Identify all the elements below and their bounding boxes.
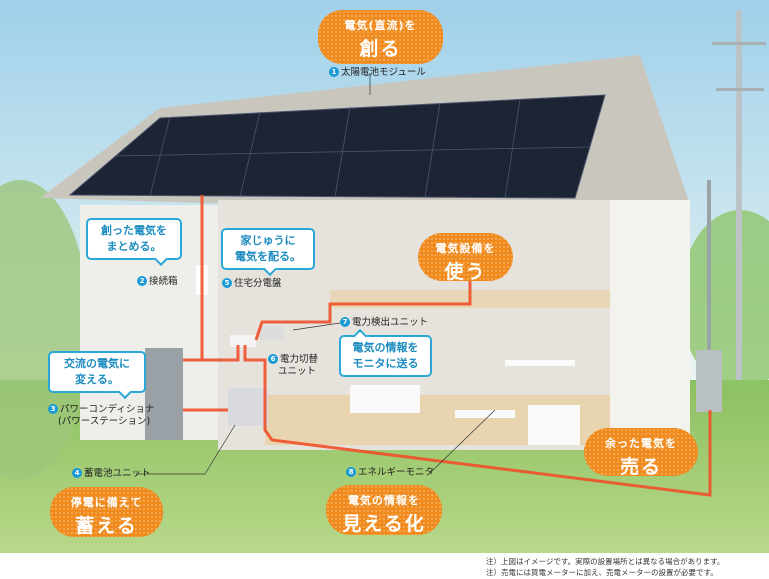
callout-convert: 交流の電気に変える。: [48, 351, 146, 393]
footnote: 注）売電には買電メーターに加え、売電メーターの設置が必要です。: [486, 568, 718, 577]
callout-line: 電気の情報を: [352, 341, 419, 354]
number-badge: 8: [346, 467, 356, 477]
action-main: 使う: [444, 261, 487, 283]
action-main: 売る: [619, 456, 662, 478]
action-sub: 電気設備を: [435, 242, 496, 255]
callout-line: 電気を配る。: [235, 250, 301, 263]
label-text: 太陽電池モジュール: [341, 67, 426, 78]
callout-send-info: 電気の情報をモニタに送る: [339, 335, 432, 377]
battery-unit: [228, 388, 268, 426]
label-text: 蓄電池ユニット: [84, 468, 151, 479]
action-sub: 停電に備えて: [70, 496, 143, 509]
action-sub: 電気の情報を: [348, 494, 420, 507]
callout-line: 創った電気を: [101, 224, 167, 237]
action-sub: 電気(直流)を: [344, 19, 417, 32]
power-wires: [183, 195, 712, 497]
number-badge: 5: [222, 278, 232, 288]
right-wall: [610, 200, 690, 440]
solar-panels: [68, 94, 606, 199]
callout-collect: 創った電気をまとめる。: [86, 218, 182, 260]
action-main: 見える化: [342, 513, 426, 535]
action-main: 創る: [359, 38, 402, 60]
number-badge: 2: [137, 276, 147, 286]
action-visualize: 電気の情報を見える化: [326, 485, 442, 535]
tree-right: [680, 210, 769, 390]
label-text: 電力切替: [280, 354, 319, 365]
utility-pole: [712, 10, 766, 380]
callout-line: 交流の電気に: [64, 357, 130, 370]
number-badge: 1: [329, 67, 339, 77]
label-text-2: ユニット: [278, 366, 317, 377]
label-text: 電力検出ユニット: [352, 317, 429, 328]
action-create: 電気(直流)を創る: [318, 10, 443, 64]
distribution-board: [230, 335, 256, 347]
lamp-post: [707, 180, 711, 360]
callout-distribute: 家じゅうに電気を配る。: [221, 228, 315, 270]
action-sell: 余った電気を売る: [584, 428, 698, 478]
sell-meter: [696, 350, 722, 412]
number-badge: 4: [72, 468, 82, 478]
footnote: 注）上図はイメージです。実際の設置場所とは異なる場合があります。: [486, 557, 725, 566]
tree-left: [0, 180, 90, 480]
number-badge: 3: [48, 404, 58, 414]
action-use: 電気設備を使う: [418, 233, 513, 283]
callout-line: モニタに送る: [352, 357, 419, 370]
power-conditioner: [145, 348, 183, 440]
label-text-2: (パワーステーション): [58, 416, 151, 427]
footnotes: 注）上図はイメージです。実際の設置場所とは異なる場合があります。 注）売電には買…: [486, 556, 724, 578]
label-text: 住宅分電盤: [234, 278, 282, 289]
action-sub: 余った電気を: [605, 437, 677, 450]
label-text: 接続箱: [149, 276, 178, 287]
callout-line: まとめる。: [106, 240, 162, 253]
switch-unit: [260, 326, 284, 340]
callout-line: 変える。: [75, 373, 119, 386]
callout-line: 家じゅうに: [240, 234, 296, 247]
action-main: 蓄える: [75, 515, 138, 537]
label-text: エネルギーモニタ: [358, 467, 435, 478]
furniture: [350, 360, 580, 445]
action-store: 停電に備えて蓄える: [50, 487, 163, 537]
number-badge: 6: [268, 354, 278, 364]
number-badge: 7: [340, 317, 350, 327]
label-text: パワーコンディショナ: [60, 404, 155, 415]
